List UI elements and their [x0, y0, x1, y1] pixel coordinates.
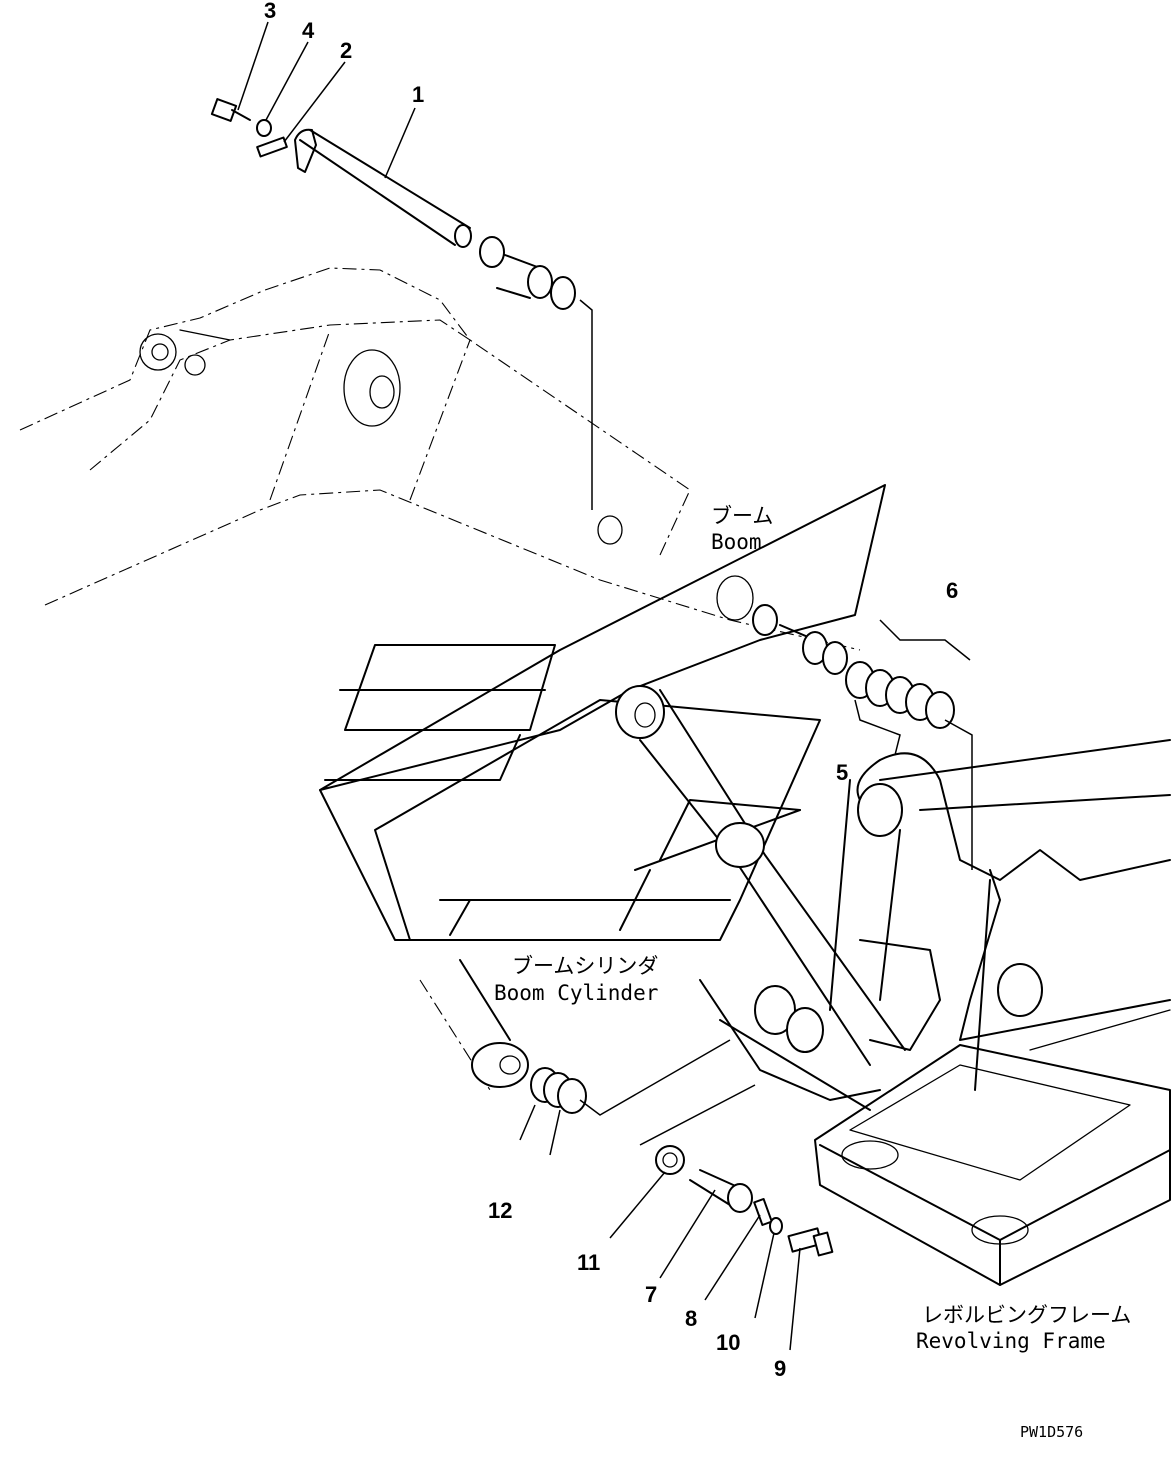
pin-assembly-top: [210, 98, 576, 310]
callout-9: 9: [774, 1356, 786, 1381]
label-revolving-frame-ja: レボルビングフレーム: [922, 1303, 1131, 1327]
label-boom-cylinder-ja: ブームシリンダ: [512, 954, 658, 978]
callout-3: 3: [264, 0, 276, 23]
callout-11: 11: [577, 1250, 600, 1275]
label-boom-en: Boom: [711, 530, 762, 554]
callout-8: 8: [685, 1306, 697, 1331]
boom-outline: [19, 267, 861, 651]
label-revolving-frame-en: Revolving Frame: [916, 1329, 1106, 1353]
callout-12: 12: [488, 1198, 512, 1223]
callout-6: 6: [946, 578, 958, 603]
callout-1: 1: [412, 82, 424, 107]
drawing-code: PW1D576: [1020, 1423, 1083, 1441]
callout-numbers: 1 2 3 4 5 6 7 8 9 10 11 12: [264, 0, 958, 1381]
label-boom-ja: ブーム: [711, 504, 773, 528]
boom-cylinder: [319, 484, 906, 1091]
shims-12: [519, 1067, 587, 1156]
callout-2: 2: [340, 38, 352, 63]
connector-lines: [579, 299, 973, 1146]
callout-7: 7: [645, 1282, 657, 1307]
revolving-frame: [699, 739, 1171, 1286]
component-labels: ブーム Boom ブームシリンダ Boom Cylinder レボルビングフレー…: [494, 504, 1131, 1441]
shims-5-6: [752, 604, 971, 756]
callout-10: 10: [716, 1330, 740, 1355]
label-boom-cylinder-en: Boom Cylinder: [494, 981, 658, 1005]
callout-5: 5: [836, 760, 848, 785]
pin-assembly-bottom: [655, 1145, 834, 1257]
callout-4: 4: [302, 18, 315, 43]
leader-lines: [237, 21, 801, 1351]
